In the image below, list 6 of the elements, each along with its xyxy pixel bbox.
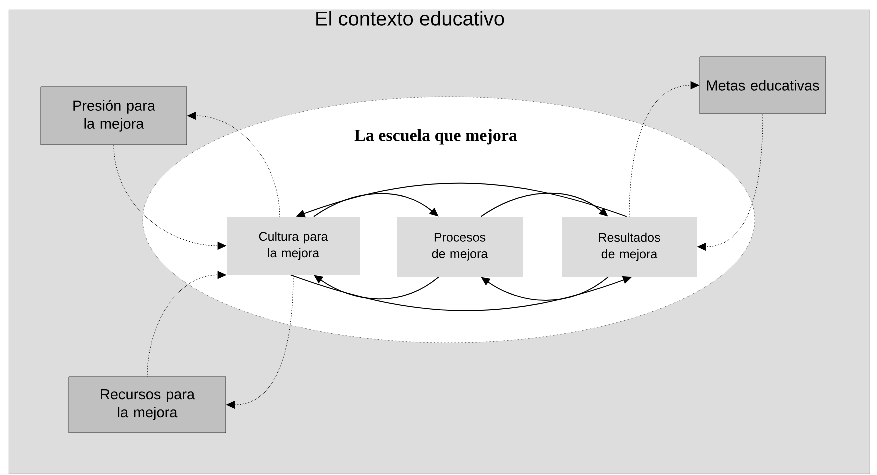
factor-box: Recursos para la mejora xyxy=(68,376,226,434)
process-box: Procesos de mejora xyxy=(397,217,523,277)
factor-box: Presión para la mejora xyxy=(40,86,188,146)
process-box: Cultura para la mejora xyxy=(227,217,360,275)
factor-box: Metas educativas xyxy=(700,56,826,114)
process-box: Resultados de mejora xyxy=(562,217,697,277)
